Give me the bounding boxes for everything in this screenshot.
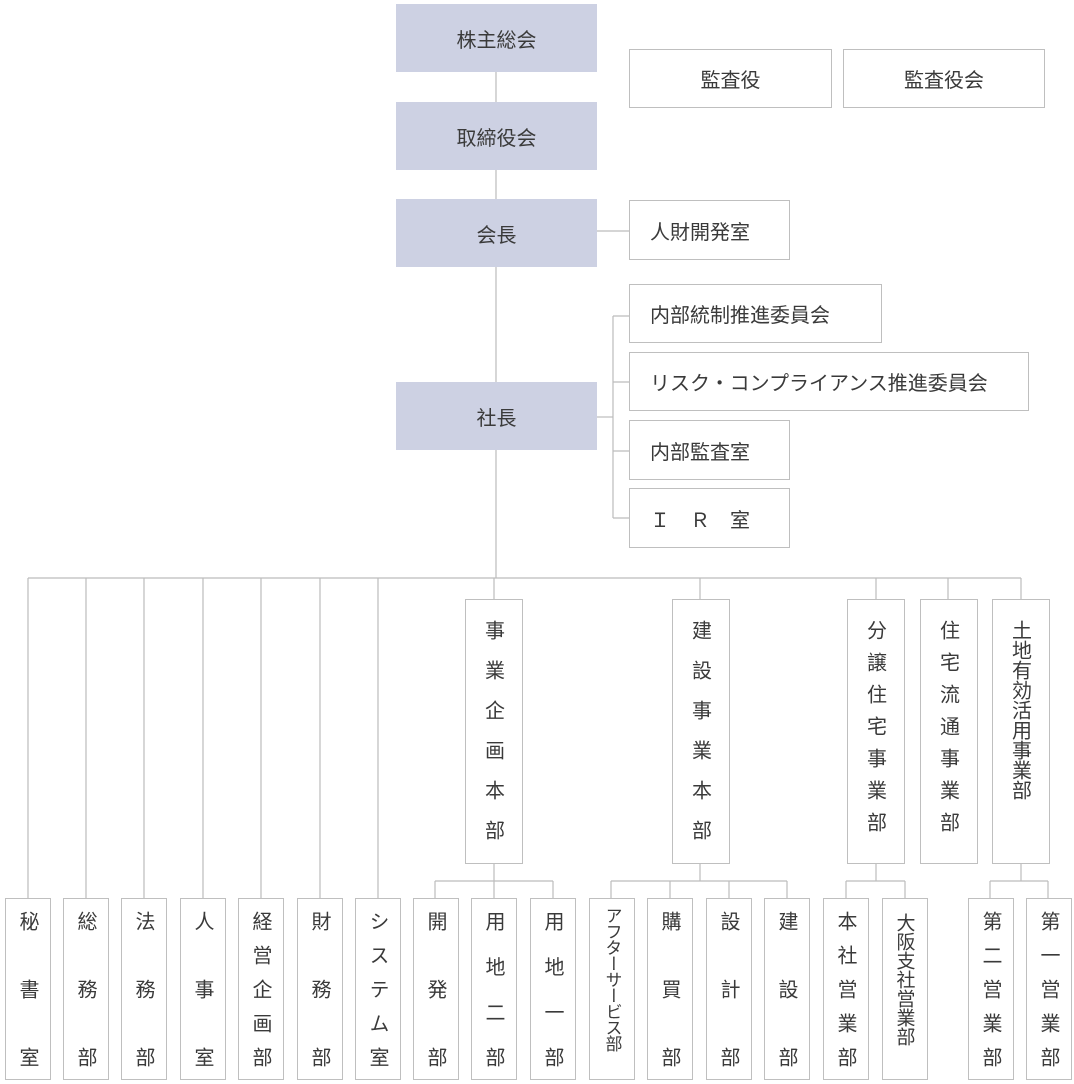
sales-1-label: 第一営業部 <box>1037 911 1061 1067</box>
board-of-directors-label: 取締役会 <box>456 125 537 150</box>
internal-control-committee-box: 内部統制推進委員会 <box>629 284 882 343</box>
design-box: 設計部 <box>706 898 752 1080</box>
finance-box: 財務部 <box>297 898 343 1080</box>
purchasing-box: 購買部 <box>647 898 693 1080</box>
hq-sales-box: 本社営業部 <box>823 898 869 1080</box>
shareholders-meeting-label: 株主総会 <box>456 27 537 52</box>
audit-board-label: 監査役会 <box>904 68 984 92</box>
general-affairs-box: 総務部 <box>63 898 109 1080</box>
hr-development-box: 人財開発室 <box>629 200 790 260</box>
finance-label: 財務部 <box>308 911 332 1067</box>
auditor-label: 監査役 <box>700 68 761 92</box>
systems-office-box: システム室 <box>355 898 401 1080</box>
land-utilization-division-label: 土地有効活用事業部 <box>1008 620 1033 800</box>
general-affairs-label: 総務部 <box>74 911 98 1067</box>
audit-board-box: 監査役会 <box>843 49 1045 108</box>
sales-1-box: 第一営業部 <box>1026 898 1072 1080</box>
chairman-label: 会長 <box>476 222 517 247</box>
land-2-box: 用地二部 <box>471 898 517 1080</box>
business-planning-division-box: 事業企画本部 <box>465 599 523 864</box>
president-box: 社長 <box>396 382 597 450</box>
purchasing-label: 購買部 <box>658 911 682 1067</box>
housing-distribution-division-box: 住宅流通事業部 <box>920 599 978 864</box>
risk-compliance-committee-label: リスク・コンプライアンス推進委員会 <box>650 371 988 395</box>
condo-housing-division-box: 分譲住宅事業部 <box>847 599 905 864</box>
ir-office-label: Ｉ Ｒ 室 <box>650 507 750 532</box>
condo-housing-division-label: 分譲住宅事業部 <box>863 620 888 844</box>
design-label: 設計部 <box>717 911 741 1067</box>
sales-2-label: 第二営業部 <box>979 911 1003 1067</box>
chairman-box: 会長 <box>396 199 597 267</box>
construction-division-label: 建設事業本部 <box>688 620 713 860</box>
construction-dept-box: 建設部 <box>764 898 810 1080</box>
ir-office-box: Ｉ Ｒ 室 <box>629 488 790 548</box>
business-planning-division-label: 事業企画本部 <box>481 620 506 860</box>
risk-compliance-committee-box: リスク・コンプライアンス推進委員会 <box>629 352 1029 411</box>
development-label: 開発部 <box>424 911 448 1067</box>
construction-division-box: 建設事業本部 <box>672 599 730 864</box>
corporate-planning-label: 経営企画部 <box>249 911 273 1067</box>
osaka-sales-label: 大阪支社営業部 <box>893 913 916 1046</box>
corporate-planning-box: 経営企画部 <box>238 898 284 1080</box>
construction-dept-label: 建設部 <box>775 911 799 1067</box>
shareholders-meeting-box: 株主総会 <box>396 4 597 72</box>
personnel-office-label: 人事室 <box>191 911 215 1067</box>
systems-office-label: システム室 <box>366 911 390 1067</box>
sales-2-box: 第二営業部 <box>968 898 1014 1080</box>
after-service-label: アフターサービス部 <box>601 907 622 1051</box>
development-box: 開発部 <box>413 898 459 1080</box>
board-of-directors-box: 取締役会 <box>396 102 597 170</box>
internal-audit-office-label: 内部監査室 <box>650 439 750 464</box>
housing-distribution-division-label: 住宅流通事業部 <box>936 620 961 844</box>
internal-control-committee-label: 内部統制推進委員会 <box>650 303 830 327</box>
hr-development-label: 人財開発室 <box>650 219 750 244</box>
land-1-label: 用地一部 <box>541 911 565 1067</box>
hq-sales-label: 本社営業部 <box>834 911 858 1067</box>
land-utilization-division-box: 土地有効活用事業部 <box>992 599 1050 864</box>
land-2-label: 用地二部 <box>482 911 506 1067</box>
legal-box: 法務部 <box>121 898 167 1080</box>
auditor-box: 監査役 <box>629 49 832 108</box>
after-service-box: アフターサービス部 <box>589 898 635 1080</box>
osaka-sales-box: 大阪支社営業部 <box>882 898 928 1080</box>
land-1-box: 用地一部 <box>530 898 576 1080</box>
secretary-office-box: 秘書室 <box>5 898 51 1080</box>
secretary-office-label: 秘書室 <box>16 911 40 1067</box>
legal-label: 法務部 <box>132 911 156 1067</box>
president-label: 社長 <box>476 405 517 430</box>
personnel-office-box: 人事室 <box>180 898 226 1080</box>
internal-audit-office-box: 内部監査室 <box>629 420 790 480</box>
